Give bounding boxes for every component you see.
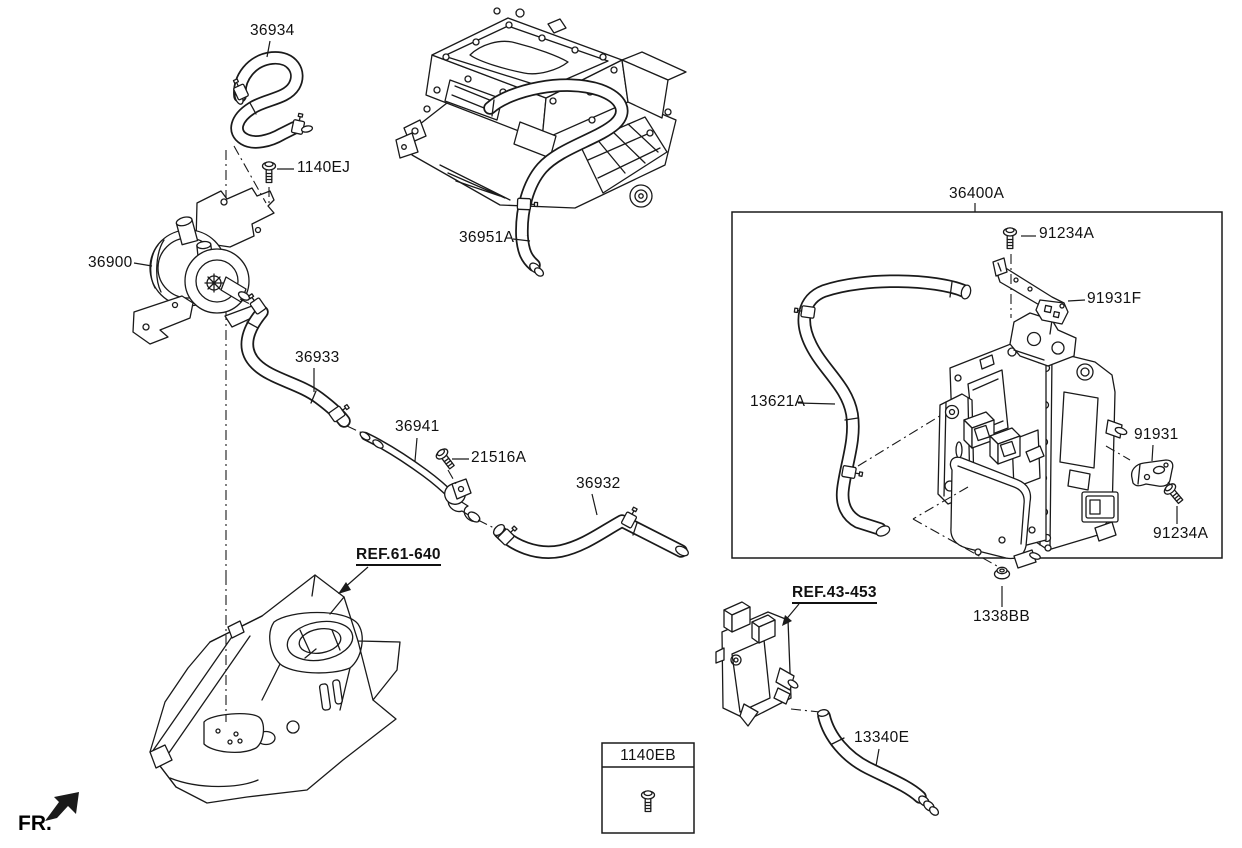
callout-91931: 91931 <box>1134 426 1179 443</box>
group-box-36400A <box>731 211 1223 559</box>
callout-36900: 36900 <box>88 254 133 271</box>
callout-36933: 36933 <box>295 349 340 366</box>
bracket-91931F-art <box>992 257 1069 325</box>
hose-13340E-art <box>816 709 940 816</box>
callout-13621A: 13621A <box>750 393 806 410</box>
assembly-dash-lines-left <box>233 145 495 529</box>
legend-box-1140EB <box>601 742 695 834</box>
callout-91234A-lower: 91234A <box>1153 525 1209 542</box>
callout-1140EJ: 1140EJ <box>297 159 351 176</box>
fr-label: FR. <box>18 812 52 835</box>
hose-36934-art <box>229 51 314 149</box>
callout-ref-43-453: REF.43-453 <box>792 585 877 604</box>
fender-apron-art <box>149 574 401 804</box>
pipe-36941-art <box>359 431 481 523</box>
callout-13340E: 13340E <box>854 729 910 746</box>
hose-36933-art <box>240 291 352 428</box>
callout-36400A: 36400A <box>949 185 1005 202</box>
callout-36932: 36932 <box>576 475 621 492</box>
callout-91931F: 91931F <box>1087 290 1142 307</box>
callout-91234A-upper: 91234A <box>1039 225 1095 242</box>
hose-36932-art <box>492 504 689 559</box>
callout-ref-61-640: REF.61-640 <box>356 547 441 566</box>
callout-1140EB: 1140EB <box>620 747 676 764</box>
hpcu-unit-art <box>937 312 1128 569</box>
fr-direction-arrow <box>45 792 79 821</box>
leader-lines <box>133 40 1178 767</box>
callout-36934: 36934 <box>250 22 295 39</box>
inverter-unit-art <box>395 7 687 209</box>
hose-36951A-art <box>483 78 629 277</box>
water-pump-art <box>132 187 275 345</box>
callout-21516A: 21516A <box>471 449 527 466</box>
assembly-dash-lines-right <box>790 254 1174 713</box>
bracket-91931-art <box>1130 459 1174 487</box>
callout-1338BB: 1338BB <box>973 608 1030 625</box>
hsg-unit-art <box>715 601 799 727</box>
callout-36951A: 36951A <box>459 229 515 246</box>
callout-36941: 36941 <box>395 418 440 435</box>
hose-13621A-art <box>793 274 972 537</box>
